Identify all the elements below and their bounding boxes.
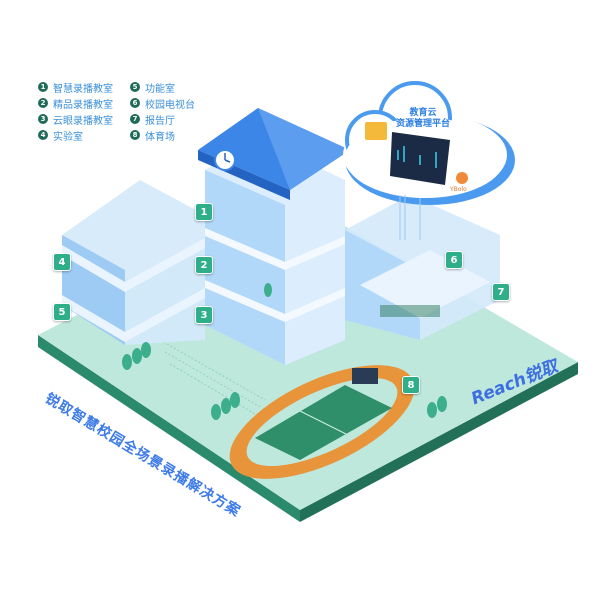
legend-label: 校园电视台 (145, 99, 195, 111)
marker-5[interactable]: 5 (53, 303, 71, 321)
marker-3[interactable]: 3 (195, 306, 213, 324)
legend-item: 4 实验室 (38, 128, 130, 143)
legend-number: 5 (130, 82, 140, 92)
marker-8[interactable]: 8 (402, 376, 420, 394)
cloud-platform (343, 81, 515, 205)
data-stream (159, 339, 266, 415)
legend: 1 智慧录播教室 5 功能室 2 精品录播教室 6 校园电视台 3 云眼录播教室 7 报告厅… (38, 80, 210, 143)
legend-item: 2 精品录播教室 (38, 96, 130, 111)
legend-label: 体育场 (145, 131, 175, 143)
marker-1[interactable]: 1 (195, 203, 213, 221)
scoreboard (352, 368, 378, 384)
stadium (229, 365, 415, 479)
cloud-title-line2: 资源管理平台 (395, 119, 450, 129)
trees (122, 283, 447, 420)
partner-logo: YBolo (450, 186, 467, 193)
platform-side-right (300, 362, 578, 522)
legend-label: 精品录播教室 (53, 99, 113, 111)
legend-item: 7 报告厅 (130, 112, 210, 127)
legend-item: 3 云眼录播教室 (38, 112, 130, 127)
legend-number: 2 (38, 98, 48, 108)
legend-number: 3 (38, 114, 48, 124)
legend-number: 1 (38, 82, 48, 92)
legend-item: 1 智慧录播教室 (38, 80, 130, 95)
legend-item: 8 体育场 (130, 128, 210, 143)
marker-7[interactable]: 7 (492, 283, 510, 301)
marker-4[interactable]: 4 (53, 253, 71, 271)
legend-label: 智慧录播教室 (53, 83, 113, 95)
legend-label: 实验室 (53, 131, 83, 143)
marker-6[interactable]: 6 (445, 251, 463, 269)
legend-number: 7 (130, 114, 140, 124)
legend-number: 4 (38, 130, 48, 140)
legend-label: 功能室 (145, 83, 175, 95)
building-left (62, 180, 205, 345)
marker-2[interactable]: 2 (195, 256, 213, 274)
cloud-title: 教育云资源管理平台 (388, 108, 458, 130)
legend-number: 6 (130, 98, 140, 108)
legend-item: 6 校园电视台 (130, 96, 210, 111)
legend-label: 云眼录播教室 (53, 115, 113, 127)
building-center (198, 108, 350, 365)
folder-icon (365, 122, 387, 140)
legend-label: 报告厅 (145, 115, 175, 127)
legend-item: 5 功能室 (130, 80, 210, 95)
platform-side-left (38, 335, 300, 522)
cloud-title-line1: 教育云 (409, 108, 437, 118)
legend-number: 8 (130, 130, 140, 140)
